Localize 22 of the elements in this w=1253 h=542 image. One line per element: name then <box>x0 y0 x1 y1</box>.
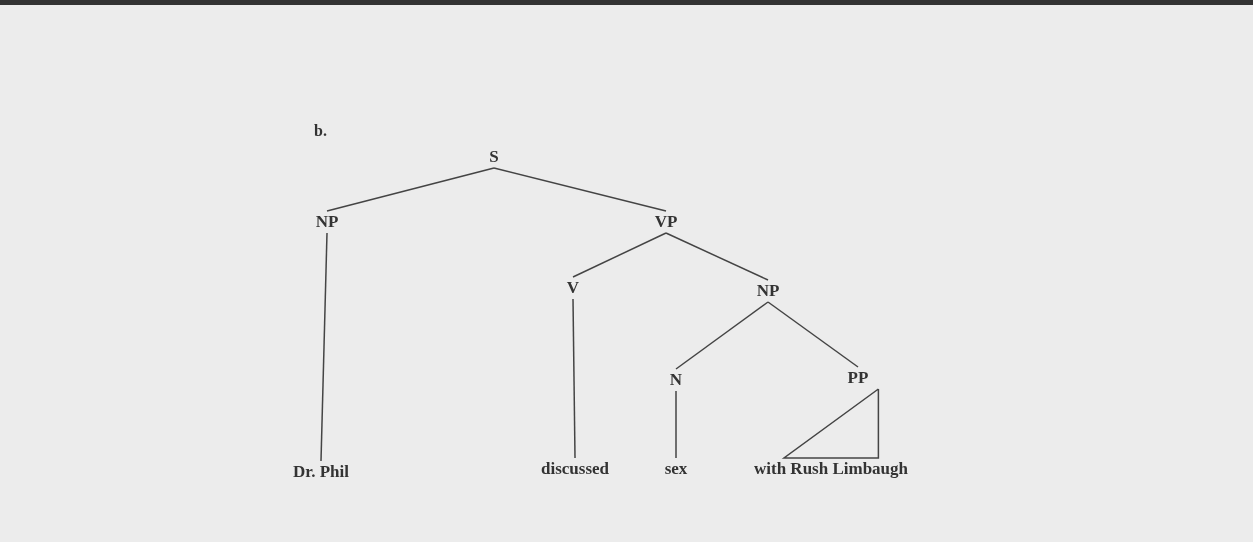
branch-line <box>675 390 677 459</box>
branch-line <box>493 167 667 212</box>
branch-line <box>572 232 667 278</box>
branch-line <box>665 232 769 281</box>
phrase-label: V <box>566 278 580 298</box>
word-label: Dr. Phil <box>293 462 349 482</box>
branch-line <box>320 232 328 462</box>
branch-line <box>767 301 859 368</box>
phrase-label: S <box>489 147 499 167</box>
phrase-label: N <box>669 370 683 390</box>
word-label: discussed <box>541 459 609 479</box>
phrase-label: NP <box>315 212 339 232</box>
word-label: sex <box>664 459 688 479</box>
phrase-label: VP <box>654 212 678 232</box>
branch-line <box>326 167 495 212</box>
phrase-label: PP <box>847 368 869 388</box>
branch-line <box>572 298 576 459</box>
word-label: with Rush Limbaugh <box>754 459 908 479</box>
branch-line <box>675 301 769 370</box>
triangle-branch <box>781 387 880 459</box>
panel-letter: b. <box>314 122 327 140</box>
phrase-label: NP <box>756 281 780 301</box>
